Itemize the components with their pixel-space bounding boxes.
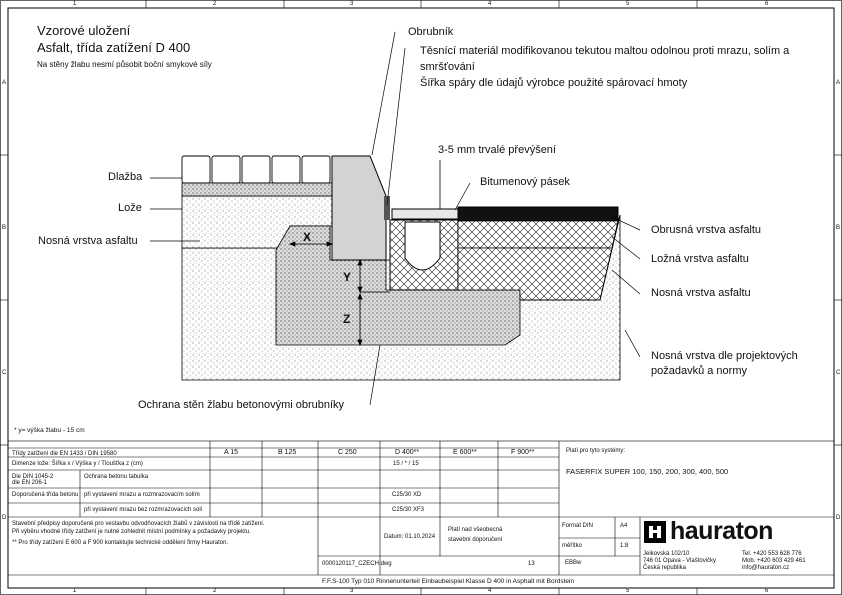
grid-col-2: 2	[213, 1, 217, 7]
note-1: Stavební předpisy doporučené pro vestavb…	[12, 521, 265, 527]
row3-label: Doporučená třída betonu	[12, 492, 79, 498]
label-loze: Lože	[118, 202, 142, 214]
title-line-1: Vzorové uložení	[37, 23, 131, 38]
drawing-caption: F.F.S-100 Typ 010 Rinnenunterteil Einbau…	[322, 578, 575, 585]
label-ochrana: Ochrana stěn žlabu betonovými obrubníky	[138, 399, 345, 411]
hauraton-logo-mark	[644, 521, 666, 543]
brand-name: hauraton	[670, 517, 773, 545]
row4-value: C25/30 XF3	[392, 507, 425, 513]
address-1: Jeikovská 102/10	[643, 551, 690, 557]
grid-col-2-bottom: 2	[213, 588, 217, 594]
class-f900: F 900**	[511, 449, 535, 456]
plati-1: Platí nad všeobecná	[448, 527, 503, 533]
class-b125: B 125	[278, 449, 297, 456]
address-3: Česká republika	[643, 565, 687, 571]
class-c250: C 250	[338, 449, 357, 456]
note-3: ** Pro třídy zatížení E 600 a F 900 kont…	[12, 540, 229, 546]
format-value: A4	[620, 523, 628, 529]
grid-row-c-right: C	[836, 370, 841, 376]
grid-col-4: 4	[488, 1, 492, 7]
email: info@hauraton.cz	[742, 565, 790, 571]
label-prevyseni: 3-5 mm trvalé převýšení	[438, 144, 556, 156]
label-obrusna: Obrusná vrstva asfaltu	[651, 224, 762, 236]
label-obrubnik: Obrubník	[408, 26, 454, 38]
class-e600: E 600**	[453, 449, 477, 456]
grid-col-1-bottom: 1	[73, 588, 77, 594]
format-label: Formát DIN	[562, 523, 594, 529]
row3-sub: při vystavení mrazu a rozmrazovacím solí…	[84, 492, 200, 498]
systems-label: Platí pro tyto systémy:	[566, 448, 626, 454]
dimension-x: X	[303, 230, 312, 244]
label-nosna-proj-2: požadavků a normy	[651, 365, 747, 377]
title-note: Na stěny žlabu nesmí působit boční smyko…	[37, 60, 212, 69]
label-dlazba: Dlažba	[108, 171, 143, 183]
phone-1: Tel. +420 553 628 776	[742, 551, 802, 557]
grid-col-3-bottom: 3	[350, 588, 354, 594]
note-2: Při výběru vhodné třídy zatížení je nutn…	[12, 529, 251, 535]
label-lozna: Ložná vrstva asfaltu	[651, 253, 749, 265]
class-a15: A 15	[224, 449, 239, 456]
grid-row-b: B	[2, 225, 7, 231]
row1-label: Dimenze lože: Šířka x / Výška y / Tloušť…	[12, 461, 143, 467]
row1-value: 15 / * / 15	[393, 461, 419, 467]
row2-sub: Ochrana betonu tabulka	[84, 474, 149, 480]
grid-col-6-bottom: 6	[765, 588, 769, 594]
label-bitumen: Bitumenový pásek	[480, 176, 570, 188]
footnote: * y= výška žlabu - 15 cm	[14, 427, 85, 434]
grid-col-4-bottom: 4	[488, 588, 492, 594]
scale-value: 1:8	[620, 543, 629, 549]
grid-row-a-right: A	[836, 80, 841, 86]
row2-label-b: dle EN 206-1	[12, 480, 48, 486]
label-nosna-left: Nosná vrstva asfaltu	[38, 235, 138, 247]
row4-sub: při vystavení mrazu bez rozmrazovacích s…	[84, 507, 203, 513]
grid-col-5-bottom: 5	[626, 588, 630, 594]
plati-2: stavební doporučení	[448, 537, 503, 543]
grid-row-d-right: D	[836, 515, 841, 521]
table-header: Třídy zatížení dle EN 1433 / DIN 19580	[12, 451, 117, 457]
title-line-2: Asfalt, třída zatížení D 400	[37, 40, 191, 55]
label-tesnici-2: smršťování	[420, 61, 475, 73]
grid-row-a: A	[2, 80, 7, 86]
scale-label: měřítko	[562, 543, 583, 549]
grid-row-c: C	[2, 370, 7, 376]
grid-col-1: 1	[73, 1, 77, 7]
row2-label-a: Dle DIN 1045-2	[12, 474, 54, 480]
grid-col-5: 5	[626, 1, 630, 7]
sheet-number: 13	[528, 561, 535, 567]
grid-col-3: 3	[350, 1, 354, 7]
address-2: 746 01 Opava - Vlaštovičky	[643, 558, 717, 564]
dimension-z: Z	[343, 312, 351, 326]
class-d400: D 400**	[395, 449, 420, 456]
label-nosna-proj-1: Nosná vrstva dle projektových	[651, 350, 798, 362]
label-tesnici-1: Těsnící materiál modifikovanou tekutou m…	[420, 45, 790, 57]
label-nosna-right: Nosná vrstva asfaltu	[651, 287, 751, 299]
grid-row-d: D	[2, 515, 7, 521]
datum: 01.10.2024	[405, 534, 436, 540]
grid-row-b-right: B	[836, 225, 841, 231]
row3-value: C25/30 XD	[392, 492, 422, 498]
datum-label: Datum:	[384, 534, 404, 540]
phone-2: Mob. +420 603 429 461	[742, 558, 806, 564]
label-sirka: Šířka spáry dle údajů výrobce použité sp…	[420, 77, 688, 89]
grid-col-6: 6	[765, 1, 769, 7]
file-name: 0000120117_CZECH.dwg	[322, 561, 392, 567]
dimension-y: Y	[343, 270, 352, 284]
systems: FASERFIX SUPER 100, 150, 200, 300, 400, …	[566, 467, 729, 476]
sheet-code: EBBw	[565, 560, 582, 566]
